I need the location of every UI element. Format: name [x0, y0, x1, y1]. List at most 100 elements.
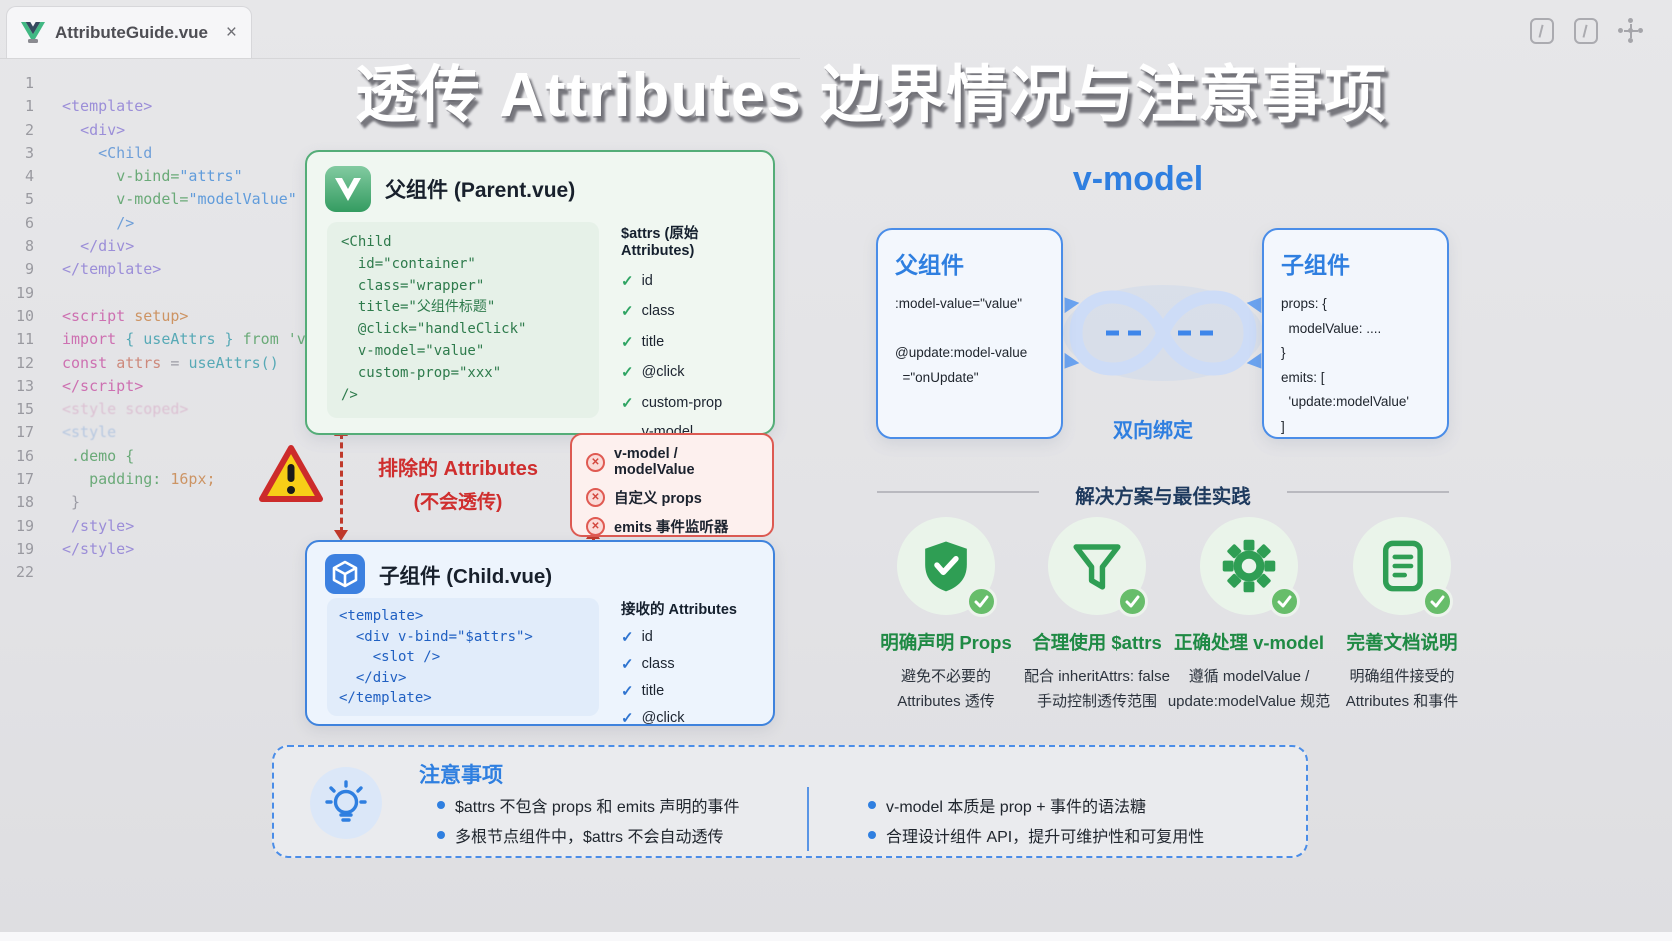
- editor-line: 19: [0, 282, 330, 305]
- editor-tab[interactable]: AttributeGuide.vue ×: [6, 6, 252, 58]
- line-number: 18: [15, 493, 34, 512]
- attr-item: ✓@click: [621, 363, 771, 381]
- cross-icon: ✕: [586, 452, 605, 472]
- note-item: 多根节点组件中，$attrs 不会自动透传: [437, 823, 723, 847]
- document-icon: [1382, 540, 1423, 592]
- attr-label: custom-prop: [641, 394, 723, 411]
- attr-label: title: [641, 683, 665, 699]
- check-icon: ✓: [621, 656, 634, 673]
- attr-item: ✓custom-prop: [621, 394, 771, 412]
- file-badge-icon[interactable]: [1530, 18, 1554, 44]
- attr-label: id: [641, 272, 653, 289]
- code-text: <script setup>: [62, 306, 189, 325]
- excluded-label: emits 事件监听器: [614, 520, 729, 536]
- vmodel-parent-card: 父组件 :model-value="value" @update:model-v…: [876, 228, 1063, 439]
- check-icon: ✓: [621, 333, 634, 351]
- attr-label: class: [641, 303, 675, 319]
- attr-item: ✓ class: [621, 655, 771, 673]
- parent-attrs-list: ✓id✓class✓title✓@click✓custom-prop✓v-mod…: [621, 272, 771, 457]
- vmodel-child-title: 子组件: [1281, 252, 1350, 278]
- move-icon[interactable]: [1618, 18, 1644, 44]
- attr-label: class: [641, 656, 675, 672]
- note-item: $attrs 不包含 props 和 emits 声明的事件: [437, 793, 740, 817]
- code-line: props: {: [1281, 296, 1327, 311]
- code-text: .demo {: [62, 446, 135, 465]
- line-number: 4: [24, 167, 34, 186]
- code-text: padding: 16px;: [62, 470, 216, 489]
- code-text: const attrs = useAttrs(): [62, 353, 279, 372]
- page-title: 透传 Attributes 边界情况与注意事项: [354, 61, 1388, 130]
- check-badge-icon: [1117, 586, 1148, 617]
- code-line: @click="handleClick": [341, 321, 527, 338]
- editor-line: 22: [0, 561, 330, 584]
- tab-close-icon[interactable]: ×: [225, 21, 237, 43]
- attr-item: ✓title: [621, 333, 771, 351]
- code-line: ]: [1281, 418, 1285, 434]
- attr-item: ✓@click: [621, 709, 771, 727]
- code-line: </div>: [339, 669, 407, 686]
- shield-check-icon: [925, 541, 967, 592]
- code-line: <template>: [339, 608, 424, 624]
- excluded-arrow: [334, 425, 348, 541]
- excluded-label: v-model / modelValue: [614, 446, 695, 478]
- excluded-item: ✕自定义 props: [586, 487, 758, 508]
- editor-line: 12 const attrs = useAttrs(): [0, 352, 330, 375]
- line-number: 19: [15, 539, 34, 558]
- editor-line: 19 /style>: [0, 515, 330, 538]
- code-line: title="父组件标题": [341, 299, 496, 316]
- line-number: 10: [15, 306, 34, 325]
- code-line: @update:model-value: [895, 345, 1028, 360]
- code-line: v-model="value": [341, 342, 485, 359]
- file-badge-icon[interactable]: [1574, 18, 1598, 44]
- cross-icon: ✕: [586, 487, 605, 507]
- lightbulb-icon: [325, 780, 367, 822]
- editor-line: 4 v-bind="attrs": [0, 165, 330, 188]
- editor-line: 15 <style scoped>: [0, 398, 330, 421]
- attr-label: @click: [641, 364, 685, 380]
- code-line: [895, 317, 1044, 342]
- line-number: 16: [15, 446, 34, 465]
- code-text: <style: [62, 423, 117, 442]
- divider-line: [877, 491, 1039, 493]
- line-number: 12: [15, 353, 34, 372]
- code-text: /style>: [62, 516, 135, 535]
- editor-line: 19</style>: [0, 538, 330, 561]
- check-badge-icon: [1422, 586, 1453, 617]
- line-number: 15: [15, 400, 34, 419]
- window-icons: [1530, 18, 1644, 44]
- warning-icon: [259, 445, 323, 502]
- code-text: />: [116, 213, 135, 232]
- code-text: v-model="modelValue": [116, 190, 297, 209]
- line-number: 22: [15, 563, 34, 582]
- code-text: <style scoped>: [62, 400, 189, 419]
- line-number: 6: [24, 213, 34, 232]
- code-text: </div>: [80, 237, 135, 256]
- line-number: 17: [15, 470, 34, 489]
- editor-line: 17<style: [0, 421, 330, 444]
- divider-line: [1287, 491, 1449, 493]
- code-line: ="onUpdate": [895, 369, 979, 385]
- check-badge-icon: [966, 586, 997, 617]
- two-way-binding-label: 双向绑定: [1113, 420, 1193, 442]
- vmodel-section-title: v-model: [1072, 160, 1204, 198]
- line-number: 19: [15, 283, 34, 302]
- attr-item: ✓class: [621, 302, 771, 320]
- code-line: id="container": [341, 255, 476, 272]
- code-text: </script>: [62, 376, 144, 395]
- code-line: modelValue: ....: [1281, 320, 1382, 336]
- code-text: [34, 561, 62, 584]
- editor-line: 9</template>: [0, 258, 330, 281]
- excluded-item: ✕emits 事件监听器: [586, 516, 758, 537]
- code-line: custom-prop="xxx": [341, 364, 502, 381]
- code-text: <template>: [62, 97, 153, 116]
- line-number: 5: [24, 190, 34, 209]
- editor-line: 17 padding: 16px;: [0, 468, 330, 491]
- gear-icon: [1222, 539, 1276, 593]
- code-line: <Child: [341, 234, 392, 250]
- solution-item-vmodel: 正确处理 v-model 遵循 modelValue /update:model…: [1160, 517, 1338, 714]
- code-text: [34, 72, 62, 95]
